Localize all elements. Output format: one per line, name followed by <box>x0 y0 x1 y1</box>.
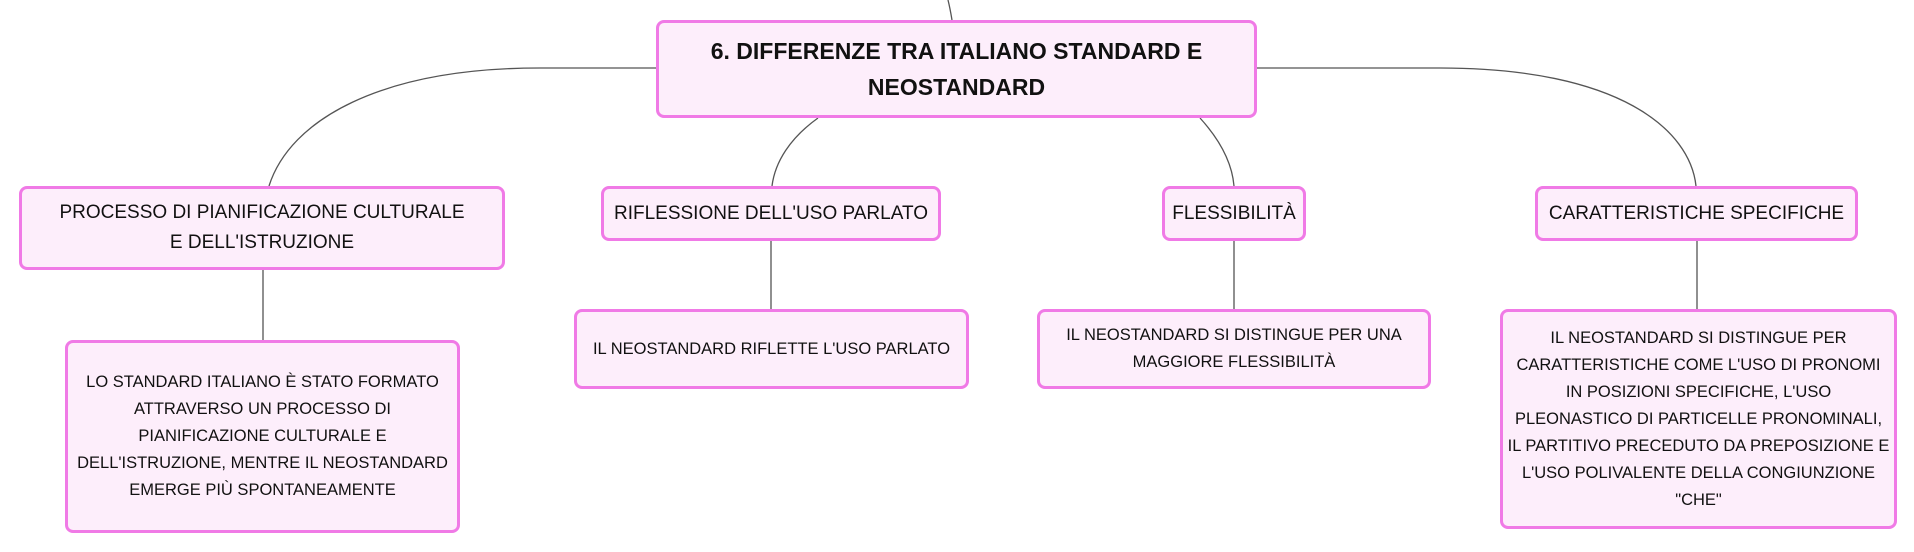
detail-node-riflessione[interactable]: IL NEOSTANDARD RIFLETTE L'USO PARLATO <box>574 309 969 389</box>
topic-label: RIFLESSIONE DELL'USO PARLATO <box>613 202 929 224</box>
topic-label: PROCESSO DI PIANIFICAZIONE CULTURALE E D… <box>59 202 465 253</box>
connector-root-pianificazione <box>268 67 656 187</box>
topic-node-pianificazione[interactable]: PROCESSO DI PIANIFICAZIONE CULTURALE E D… <box>19 186 505 270</box>
detail-text: IL NEOSTANDARD SI DISTINGUE PER CARATTER… <box>1507 328 1890 509</box>
detail-text: IL NEOSTANDARD SI DISTINGUE PER UNA MAGG… <box>1066 326 1402 371</box>
detail-node-flessibilita[interactable]: IL NEOSTANDARD SI DISTINGUE PER UNA MAGG… <box>1037 309 1431 389</box>
connector-parent-root <box>947 0 953 21</box>
detail-text: IL NEOSTANDARD RIFLETTE L'USO PARLATO <box>592 339 951 358</box>
topic-node-riflessione[interactable]: RIFLESSIONE DELL'USO PARLATO <box>601 186 941 241</box>
connector-root-caratteristiche <box>1257 67 1697 187</box>
topic-label: CARATTERISTICHE SPECIFICHE <box>1548 202 1845 224</box>
connector-root-riflessione <box>771 117 819 187</box>
root-node-label: 6. DIFFERENZE TRA ITALIANO STANDARD E NE… <box>710 38 1203 100</box>
topic-label: FLESSIBILITÀ <box>1172 202 1296 224</box>
detail-node-caratteristiche[interactable]: IL NEOSTANDARD SI DISTINGUE PER CARATTER… <box>1500 309 1897 529</box>
topic-node-caratteristiche[interactable]: CARATTERISTICHE SPECIFICHE <box>1535 186 1858 241</box>
detail-node-pianificazione[interactable]: LO STANDARD ITALIANO È STATO FORMATO ATT… <box>65 340 460 533</box>
topic-node-flessibilita[interactable]: FLESSIBILITÀ <box>1162 186 1306 241</box>
root-node[interactable]: 6. DIFFERENZE TRA ITALIANO STANDARD E NE… <box>656 20 1257 118</box>
connector-root-flessibilita <box>1199 117 1235 187</box>
detail-text: LO STANDARD ITALIANO È STATO FORMATO ATT… <box>77 373 448 499</box>
